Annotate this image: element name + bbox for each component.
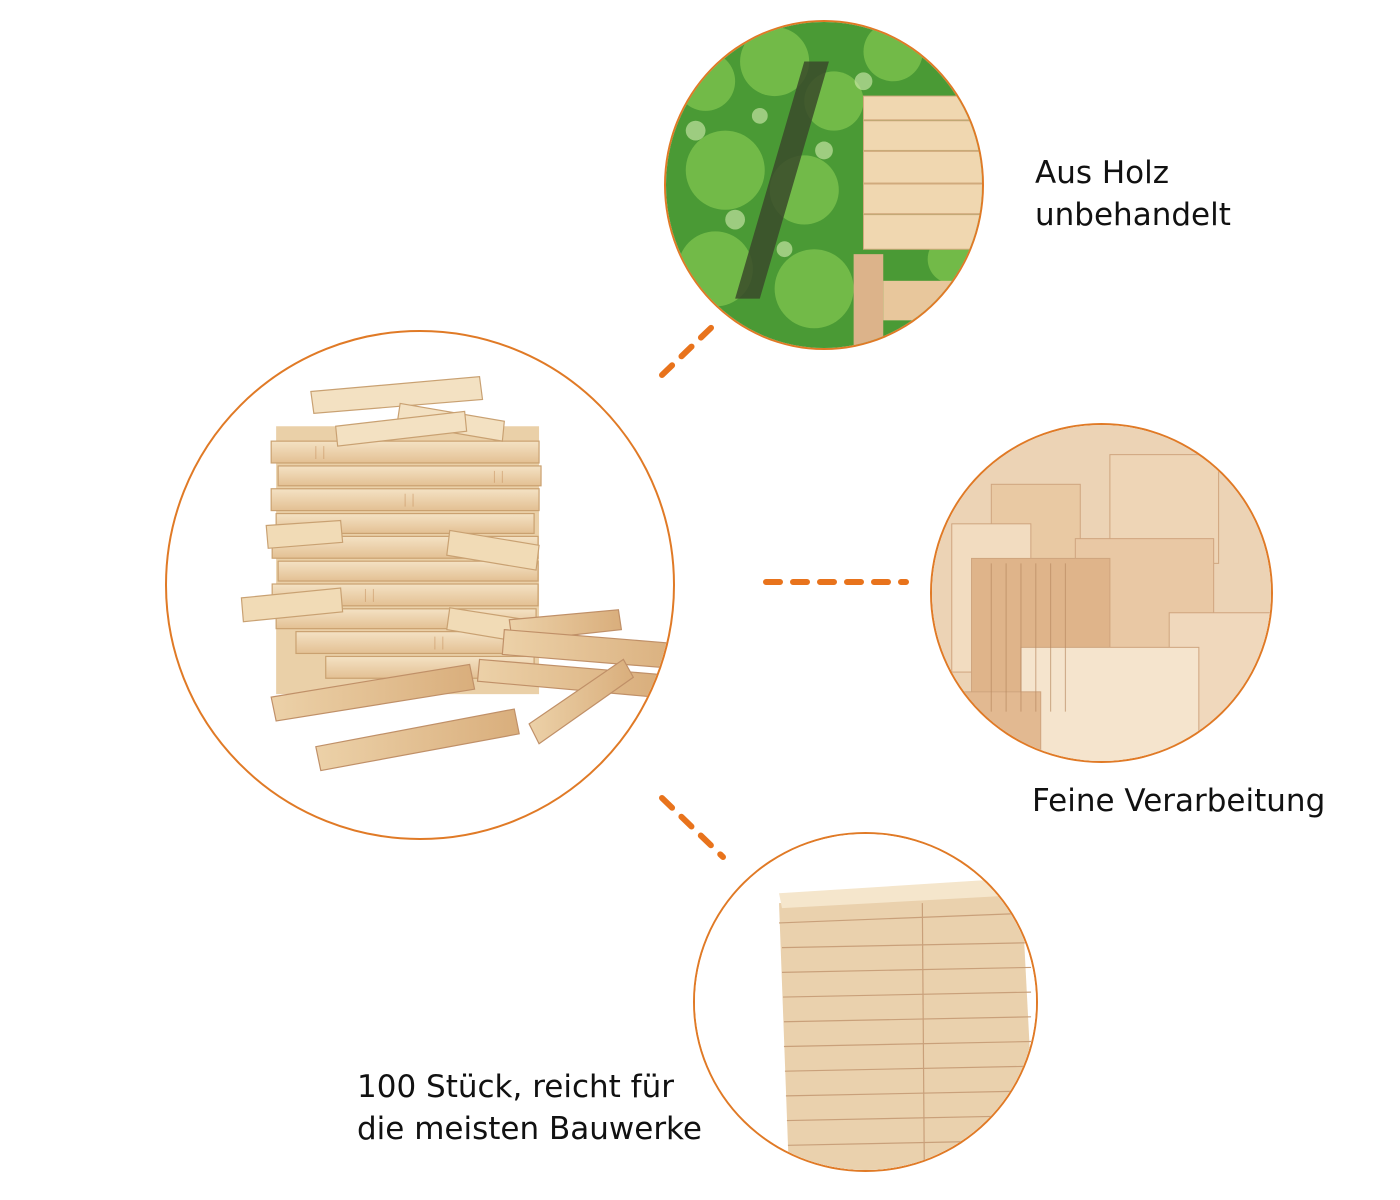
feature-label-count-line-2: die meisten Bauwerke (357, 1111, 702, 1147)
feature-label-count: 100 Stück, reicht für die meisten Bauwer… (357, 1066, 702, 1150)
feature-label-finish-line-1: Feine Verarbeitung (1032, 783, 1326, 819)
feature-label-wood-line-1: Aus Holz (1035, 155, 1170, 191)
feature-label-wood: Aus Holz unbehandelt (1035, 152, 1231, 236)
feature-image-wood (664, 20, 984, 350)
feature-label-wood-line-2: unbehandelt (1035, 197, 1231, 233)
feature-label-finish: Feine Verarbeitung (1032, 780, 1325, 822)
feature-label-count-line-1: 100 Stück, reicht für (357, 1069, 674, 1105)
wood-tower-image (240, 376, 673, 772)
main-product-circle (165, 330, 675, 840)
feature-image-finish (930, 423, 1273, 763)
feature-image-count (693, 832, 1038, 1172)
